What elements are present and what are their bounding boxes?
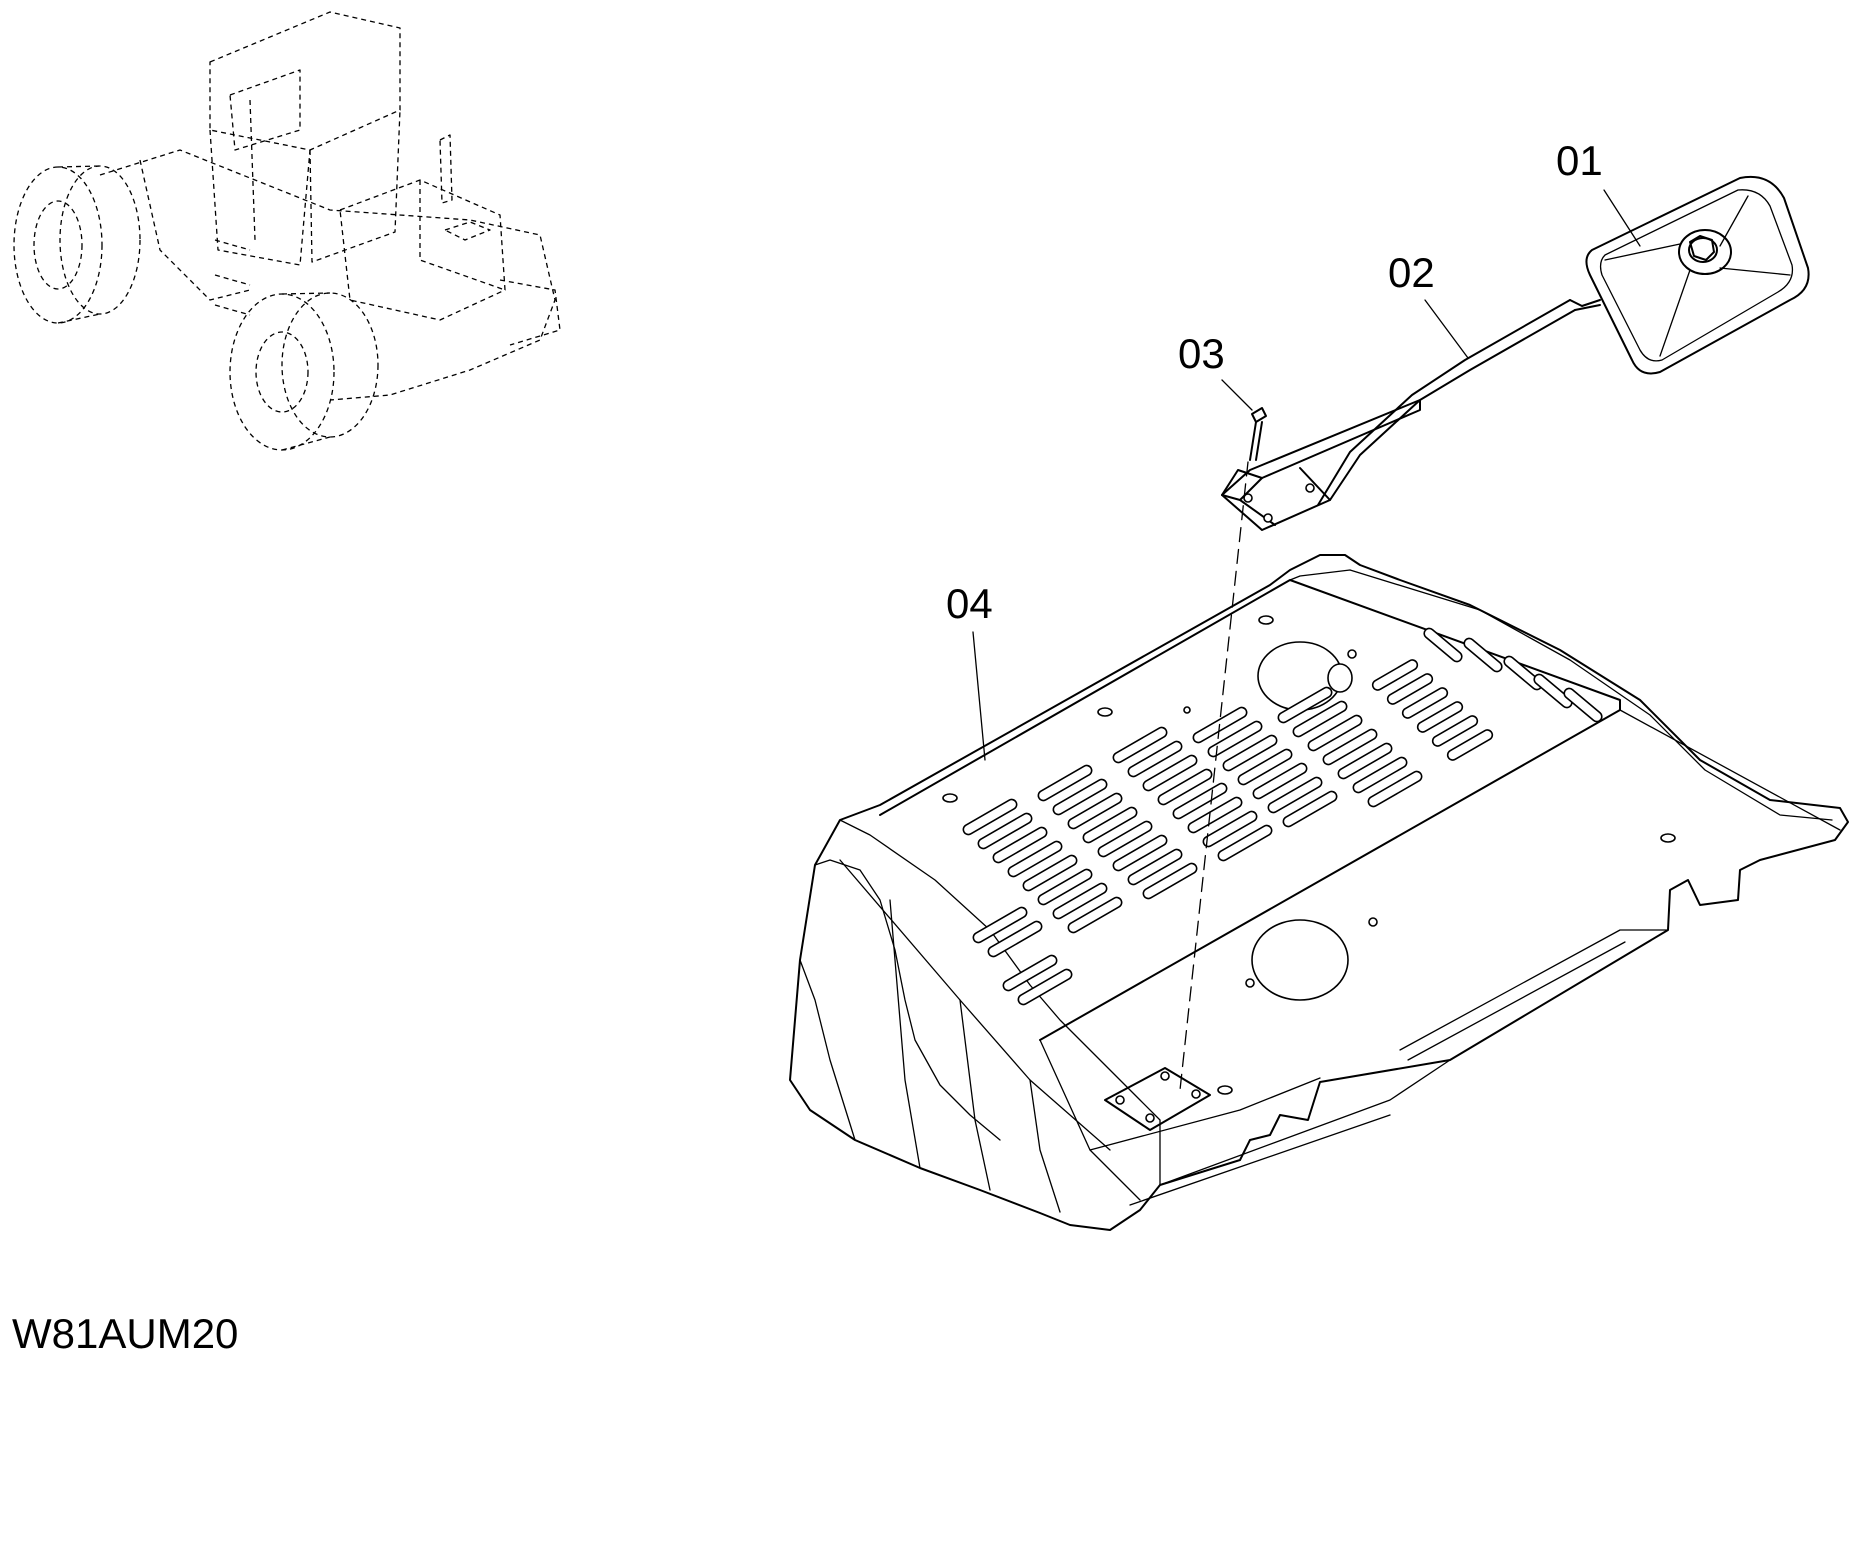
wheel-loader-locator-icon [13,11,561,451]
rear-view-mirror [1585,176,1810,375]
callout-03: 03 [1178,330,1225,377]
vent-slots-left [962,726,1273,1006]
mirror-stay [1221,299,1601,531]
bolt [1179,407,1267,1091]
callout-01: 01 [1556,137,1603,184]
callout-04: 04 [946,580,993,627]
callout-02: 02 [1388,249,1435,296]
drawing-code: W81AUM20 [12,1310,239,1357]
vent-slots-right [1192,627,1603,828]
engine-hood-cover [789,554,1849,1231]
